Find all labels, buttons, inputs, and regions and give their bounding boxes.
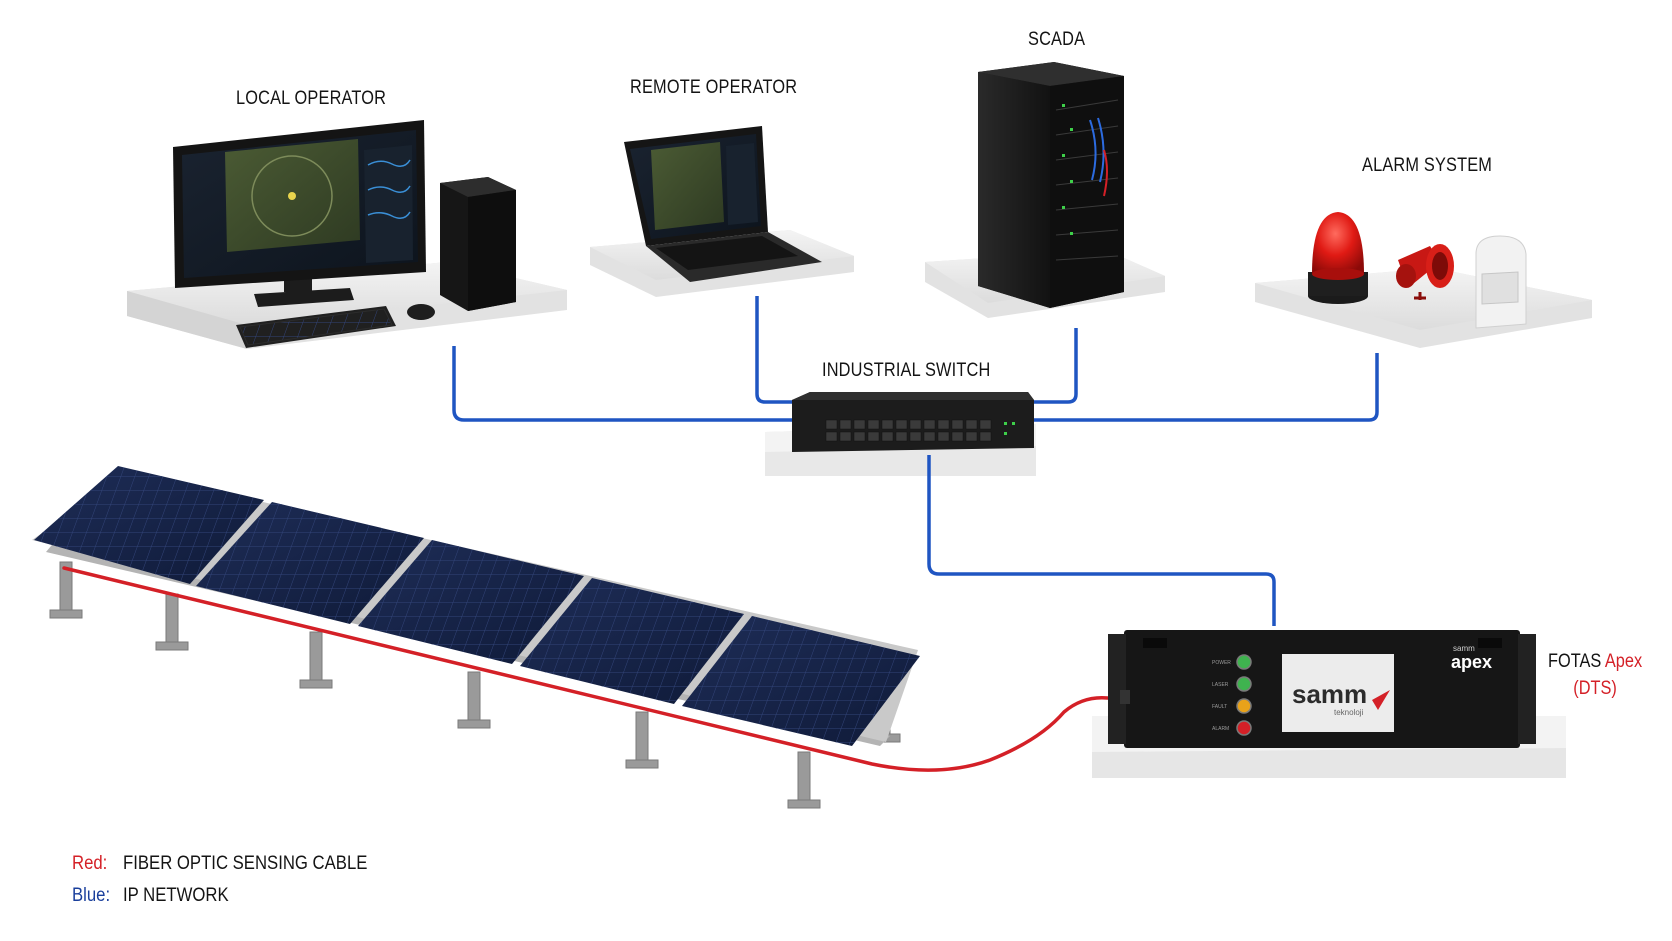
dts-brand-sub-text: teknoloji [1334,708,1364,717]
power-led-icon [1236,654,1252,670]
led-label-power: POWER [1212,660,1231,666]
industrial-switch-device [792,392,1034,452]
remote-operator-laptop [624,126,822,282]
label-local-operator: LOCAL OPERATOR [236,88,387,109]
led-label-fault: FAULT [1212,704,1227,710]
fotas-apex-dts-unit: samm teknoloji samm apex POWER LASER FAU… [1108,630,1536,748]
local-operator-workstation [173,120,516,348]
alarm-system-devices [1308,212,1527,329]
dts-brand-text: samm [1292,679,1367,709]
legend-row-fiber: Red: FIBER OPTIC SENSING CABLE [72,848,367,880]
solar-panel-array [32,466,920,809]
dts-logo-top: samm [1453,644,1475,653]
legend-text-ip: IP NETWORK [123,885,229,906]
ip-cable-local [452,346,794,422]
ip-network-cables [452,296,1379,626]
legend-row-ip: Blue: IP NETWORK [72,880,367,912]
led-label-laser: LASER [1212,682,1229,688]
label-industrial-switch: INDUSTRIAL SWITCH [822,360,991,381]
ip-cable-dts [927,455,1276,626]
ip-cable-scada [1014,328,1078,404]
label-fotas-apex: Apex [1604,651,1643,672]
alarm-led-icon [1236,720,1252,736]
legend-text-fiber: FIBER OPTIC SENSING CABLE [123,853,368,874]
label-fotas-apex-dts: FOTAS Apex (DTS) [1548,648,1642,702]
label-alarm-system: ALARM SYSTEM [1362,155,1493,176]
label-fotas-prefix: FOTAS [1548,651,1605,672]
label-remote-operator: REMOTE OPERATOR [630,77,798,98]
legend: Red: FIBER OPTIC SENSING CABLE Blue: IP … [72,848,367,912]
ip-cable-alarm [1014,353,1379,422]
laser-led-icon [1236,676,1252,692]
led-label-alarm: ALARM [1212,726,1229,732]
scada-server-rack [978,62,1124,308]
fault-led-icon [1236,698,1252,714]
ip-cable-remote [755,296,794,404]
legend-key-blue: Blue: [72,885,111,906]
dts-logo-main: apex [1451,652,1492,672]
label-scada: SCADA [1028,29,1086,50]
label-fotas-dts: (DTS) [1573,678,1617,699]
legend-key-red: Red: [72,853,108,874]
fiber-optic-sensing-cable [62,566,1128,772]
